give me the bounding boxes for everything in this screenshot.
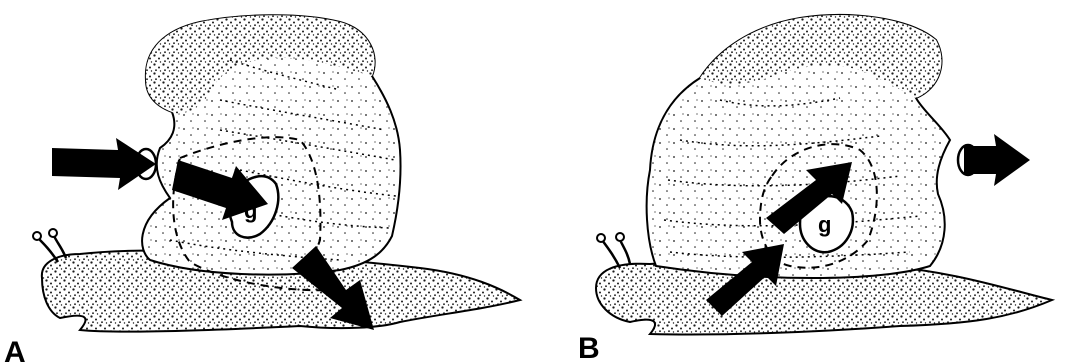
panel-label-b: B [578, 332, 600, 364]
arrow-in-a [52, 138, 156, 190]
tentacle-eye-a1 [33, 232, 41, 240]
panel-label-a: A [4, 336, 26, 364]
tentacle-eye-b1 [597, 234, 605, 242]
panel-b: g B [578, 15, 1052, 364]
arrow-out-b [964, 134, 1030, 186]
gland-label-b: g [818, 212, 831, 237]
panel-a: g A [4, 15, 520, 364]
tentacle-eye-b2 [616, 233, 624, 241]
tentacle-eye-a2 [49, 229, 57, 237]
